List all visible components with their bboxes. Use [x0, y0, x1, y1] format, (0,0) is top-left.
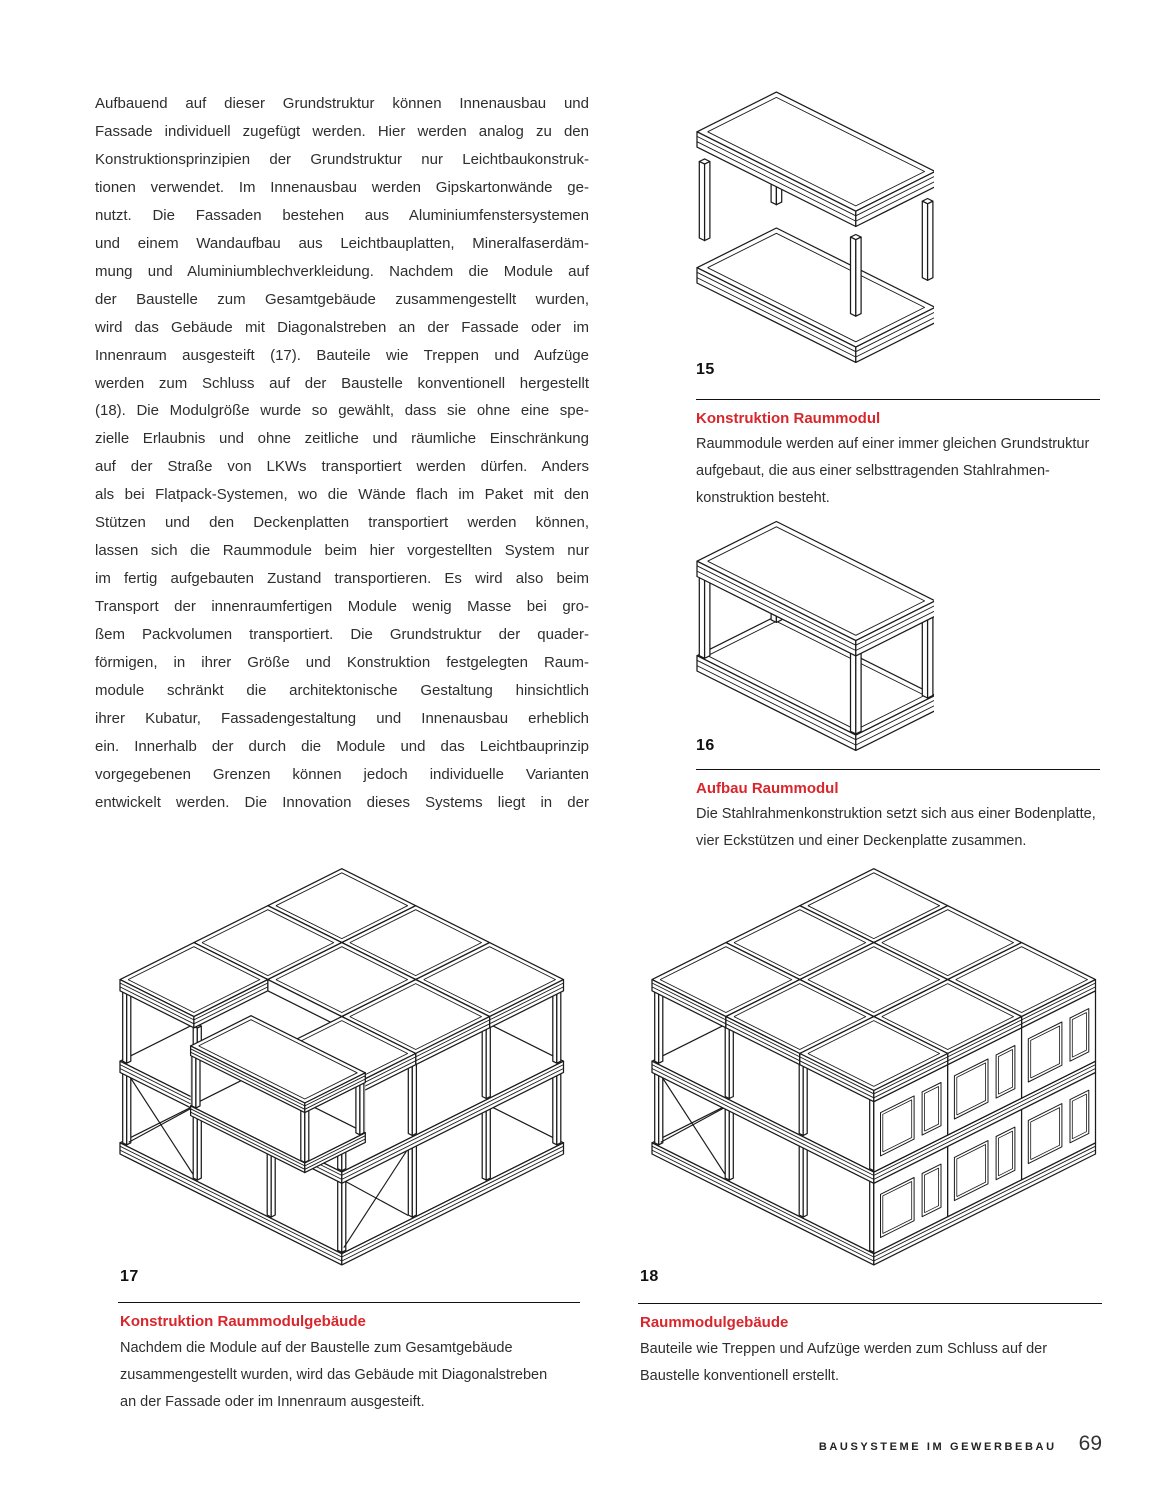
figure-15-drawing-exploded-module — [696, 91, 934, 364]
text-line: Aufbauend auf dieser Grundstruktur könne… — [95, 95, 589, 112]
text-line: werden zum Schluss auf der Baustelle kon… — [95, 374, 589, 392]
text-line: Konstruktionsprinzipien der Grundstruktu… — [95, 150, 589, 168]
text-line: der Baustelle zum Gesamtgebäude zusammen… — [95, 290, 589, 308]
text-line: Nachdem die Module auf der Baustelle zum… — [120, 1340, 513, 1356]
text-line: Die Stahlrahmenkonstruktion setzt sich a… — [696, 806, 1096, 822]
figure-17-title: Konstruktion Raummodulgebäude — [120, 1313, 366, 1330]
figure-16-rule — [696, 769, 1100, 770]
figure-18-title: Raummodulgebäude — [640, 1314, 789, 1331]
figure-17-caption: Nachdem die Module auf der Baustelle zum… — [120, 1335, 582, 1417]
text-line: wird das Gebäude mit Diagonalstreben an … — [95, 318, 589, 336]
text-line: Transport der innenraumfertigen Module w… — [95, 598, 589, 616]
figure-18-drawing-module-building-facade — [651, 868, 1097, 1266]
text-line: nutzt. Die Fassaden bestehen aus Alumini… — [95, 206, 589, 224]
page-number: 69 — [1078, 1432, 1102, 1455]
text-line: Fassade individuell zugefügt werden. Hie… — [95, 122, 589, 140]
text-line: und einem Wandaufbau aus Leichtbauplatte… — [95, 234, 589, 252]
body-text: Aufbauend auf dieser Grundstruktur könne… — [95, 90, 589, 817]
text-line: Bauteile wie Treppen und Aufzüge werden … — [640, 1341, 1048, 1357]
text-line: Innenraum ausgesteift (17). Bauteile wie… — [95, 346, 589, 364]
text-line: tionen verwendet. Im Innenausbau werden … — [95, 178, 589, 196]
figure-16-number: 16 — [696, 737, 715, 754]
figure-16-title: Aufbau Raummodul — [696, 780, 839, 797]
page-footer: BAUSYSTEME IM GEWERBEBAU 69 — [560, 1432, 1102, 1456]
figure-15-title: Konstruktion Raummodul — [696, 410, 881, 427]
figure-16-caption: Die Stahlrahmenkonstruktion setzt sich a… — [696, 801, 1126, 855]
running-section-title: BAUSYSTEME IM GEWERBEBAU — [818, 1441, 1057, 1453]
figure-18-number: 18 — [640, 1268, 659, 1285]
figure-17-rule — [118, 1302, 580, 1303]
text-line: (18). Die Modulgröße wurde so gewählt, d… — [95, 402, 589, 420]
text-line: mung und Aluminiumblechverkleidung. Nach… — [95, 262, 589, 280]
figure-18-caption: Bauteile wie Treppen und Aufzüge werden … — [640, 1336, 1102, 1390]
figure-18-rule — [638, 1303, 1102, 1304]
text-line: förmigen, in ihrer Größe und Konstruktio… — [95, 654, 589, 672]
text-line: Stützen und den Deckenplatten transporti… — [95, 514, 589, 532]
text-line: vorgegebenen Grenzen können jedoch indiv… — [95, 765, 589, 783]
text-line: zielle Erlaubnis und ohne zeitliche und … — [95, 430, 589, 448]
text-line: im fertig aufgebauten Zustand transporti… — [95, 570, 589, 588]
figure-16-drawing-assembled-module — [696, 520, 934, 752]
text-line: als bei Flatpack-Systemen, wo die Wände … — [95, 486, 589, 504]
figure-15-rule — [696, 399, 1100, 400]
text-line: lassen sich die Raummodule beim hier vor… — [95, 542, 589, 560]
text-line: zusammengestellt wurden, wird das Gebäud… — [120, 1367, 548, 1384]
text-line: entwickelt werden. Die Innovation dieses… — [95, 793, 589, 811]
text-line: aufgebaut, die aus einer selbsttragenden… — [696, 463, 1050, 480]
figure-17-drawing-module-building-construction — [119, 868, 565, 1266]
text-line: Raummodule werden auf einer immer gleich… — [696, 436, 1090, 452]
figure-15-number: 15 — [696, 361, 715, 378]
text-line: ihrer Kubatur, Fassadengestaltung und In… — [95, 709, 589, 727]
figure-15-caption: Raummodule werden auf einer immer gleich… — [696, 431, 1116, 513]
text-line: konstruktion besteht. — [696, 490, 830, 507]
figure-17-number: 17 — [120, 1268, 139, 1285]
text-line: auf der Straße von LKWs transportiert we… — [95, 458, 589, 476]
text-line: vier Eckstützen und einer Deckenplatte z… — [696, 833, 1027, 850]
text-line: Baustelle konventionell erstellt. — [640, 1368, 840, 1385]
text-line: module schränkt die architektonische Ges… — [95, 682, 589, 700]
text-line: an der Fassade oder im Innenraum ausgest… — [120, 1394, 425, 1411]
text-line: ßem Packvolumen transportiert. Die Grund… — [95, 626, 589, 644]
text-line: ein. Innerhalb der durch die Module und … — [95, 737, 589, 755]
